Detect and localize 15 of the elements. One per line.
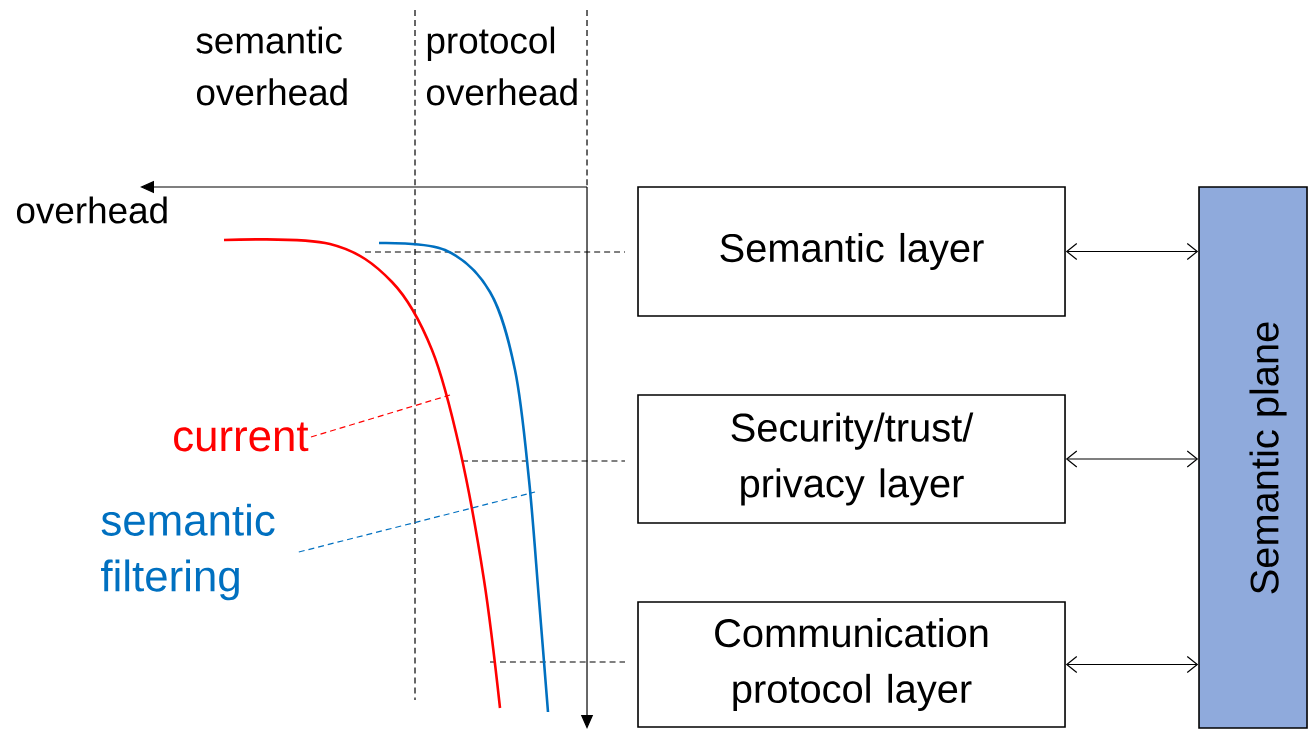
curve-label: semantic filtering (101, 503, 275, 601)
layer-box: Security/trust/ privacy layer (637, 394, 1066, 524)
axis-label: protocol overhead (426, 26, 577, 106)
leader-line (310, 394, 451, 438)
plane-bar: Semantic plane (1198, 186, 1308, 729)
axis-label: semantic overhead (196, 26, 347, 106)
leader-line (298, 491, 536, 553)
arrow (1065, 655, 1199, 674)
layer-box: Semantic layer (637, 186, 1066, 317)
axis-label: overhead (16, 196, 167, 224)
arrow (1065, 450, 1199, 468)
curve-label: current (174, 422, 309, 452)
layer-box: Communication protocol layer (637, 601, 1066, 728)
curve (379, 241, 550, 713)
arrow (1065, 242, 1199, 261)
